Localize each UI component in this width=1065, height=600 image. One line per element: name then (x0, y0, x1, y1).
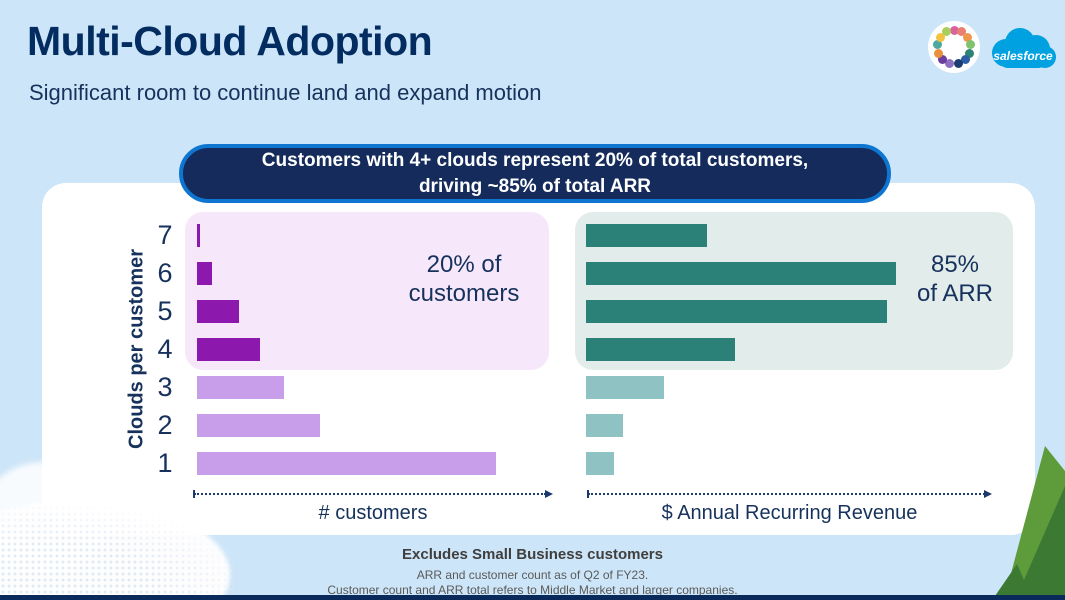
bar-row-3-clouds (586, 368, 896, 406)
x-axis-label-customers: # customers (318, 502, 428, 524)
y-axis-label: Clouds per customer (125, 248, 148, 450)
arr-bar-4 (586, 337, 735, 361)
y-tick-7: 7 (157, 220, 173, 250)
customers-bar-3 (197, 375, 284, 399)
bottom-accent-bar (0, 595, 1065, 600)
customers-bar-7 (197, 223, 200, 247)
customers-bar-2 (197, 413, 320, 437)
bar-row-2-clouds (586, 406, 896, 444)
dot-ring-dot (960, 55, 970, 65)
cloud-decoration-small (0, 462, 110, 572)
customers-bar-1 (197, 451, 496, 475)
x-axis-arrow-customers (193, 490, 553, 498)
y-axis-ticks: 7 6 5 4 3 2 1 (148, 216, 182, 482)
customers-bar-5 (197, 299, 239, 323)
arr-bar-1 (586, 451, 614, 475)
bar-row-7-clouds (197, 216, 496, 254)
dot-ring-dot (949, 25, 959, 35)
pine-tree-decoration (995, 446, 1065, 596)
y-tick-6: 6 (157, 258, 173, 288)
dot-ring-dot (933, 48, 943, 58)
customers-bar-4 (197, 337, 260, 361)
customers-bar-chart (197, 216, 496, 482)
arr-bar-5 (586, 299, 887, 323)
salesforce-logo-text: salesforce (993, 49, 1053, 63)
footnote-scope: Customer count and ARR total refers to M… (327, 583, 738, 597)
bar-row-6-clouds (586, 254, 896, 292)
customers-bar-6 (197, 261, 212, 285)
bar-row-4-clouds (586, 330, 896, 368)
banner-line-1: Customers with 4+ clouds represent 20% o… (261, 149, 809, 171)
arr-bar-2 (586, 413, 624, 437)
bar-row-5-clouds (197, 292, 496, 330)
dot-ring-dot (963, 32, 973, 42)
annotation-20pct-customers: 20% of customers (408, 251, 520, 307)
annotation-85pct-arr: 85% of ARR (916, 251, 994, 307)
footnote-date: ARR and customer count as of Q2 of FY23. (416, 568, 649, 582)
bar-row-3-clouds (197, 368, 496, 406)
bar-row-5-clouds (586, 292, 896, 330)
dot-ring-dot (953, 59, 963, 68)
dot-ring-dot (945, 59, 955, 68)
bar-row-1-clouds (586, 444, 896, 482)
dot-ring-dot (935, 32, 945, 42)
y-tick-4: 4 (157, 334, 173, 364)
dot-ring-dot (941, 27, 951, 37)
dot-ring-dot (938, 55, 948, 65)
arr-bar-7 (586, 223, 707, 247)
footnote-exclusion: Excludes Small Business customers (402, 546, 663, 563)
dot-ring-logo (928, 21, 980, 73)
arr-bar-chart (586, 216, 896, 482)
salesforce-logo: salesforce (992, 28, 1056, 68)
bar-row-6-clouds (197, 254, 496, 292)
dot-ring-dot (966, 40, 976, 50)
bar-row-7-clouds (586, 216, 896, 254)
x-axis-label-arr: $ Annual Recurring Revenue (661, 502, 918, 524)
y-tick-2: 2 (157, 410, 173, 440)
banner-line-2: driving ~85% of total ARR (418, 175, 652, 197)
bar-row-2-clouds (197, 406, 496, 444)
cloud-stipple-texture (0, 505, 240, 597)
bar-row-1-clouds (197, 444, 496, 482)
y-tick-1: 1 (157, 448, 173, 478)
dot-ring-dot (965, 48, 975, 58)
bar-row-4-clouds (197, 330, 496, 368)
y-tick-3: 3 (157, 372, 173, 402)
dot-ring-dot (957, 27, 967, 37)
page-title: Multi-Cloud Adoption (27, 18, 433, 64)
page-subtitle: Significant room to continue land and ex… (29, 80, 542, 105)
key-takeaway-banner: Customers with 4+ clouds represent 20% o… (179, 144, 891, 203)
arr-bar-6 (586, 261, 896, 285)
arr-bar-3 (586, 375, 664, 399)
dot-ring-dot (932, 40, 942, 50)
y-tick-5: 5 (157, 296, 173, 326)
x-axis-arrow-arr (587, 490, 992, 498)
